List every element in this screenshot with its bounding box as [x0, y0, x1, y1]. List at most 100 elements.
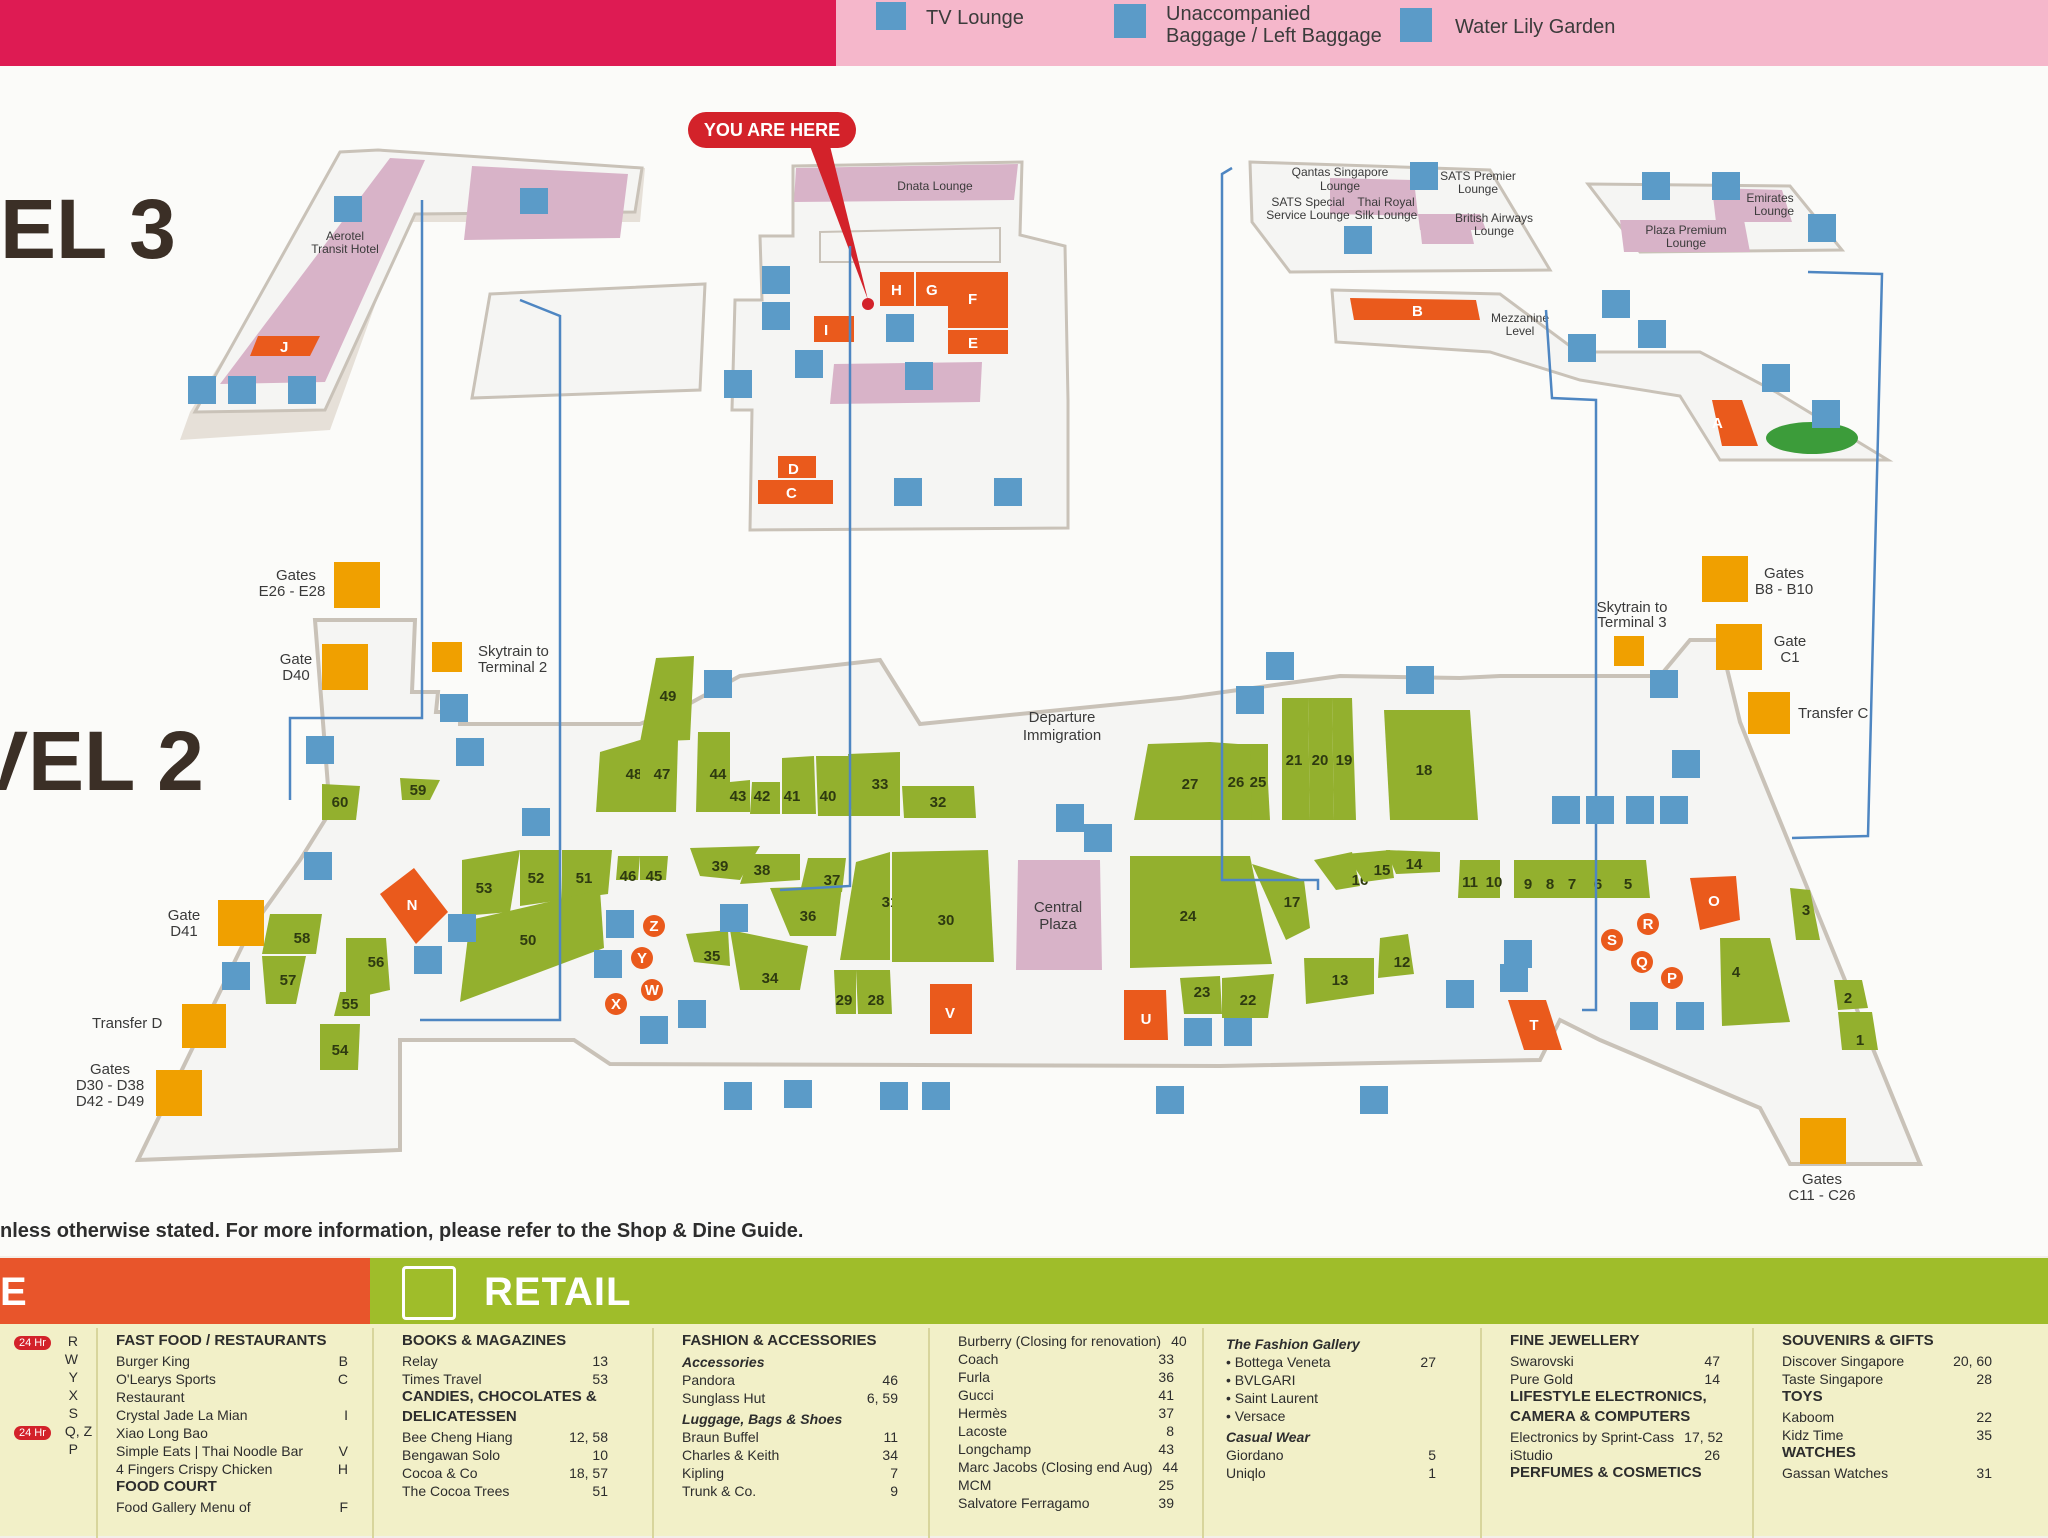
toilet-icon	[1184, 1018, 1212, 1046]
unit-label: 2	[1844, 990, 1852, 1007]
directory-unit: 17, 52	[1684, 1429, 1724, 1445]
directory-heading: LIFESTYLE ELECTRONICS,	[1510, 1388, 1707, 1405]
unit-label: 33	[872, 776, 889, 793]
directory-divider	[652, 1328, 654, 1538]
directory-name: Salvatore Ferragamo	[958, 1495, 1090, 1511]
shop-unit-24	[1130, 856, 1272, 968]
shower-icon	[994, 478, 1022, 506]
directory-name: Marc Jacobs (Closing end Aug)	[958, 1459, 1153, 1475]
directory-name: Food Gallery Menu of	[116, 1499, 251, 1515]
unit-label: 26	[1228, 774, 1245, 791]
unit-label: 44	[710, 766, 727, 783]
directory-row: Marc Jacobs (Closing end Aug)44	[958, 1458, 1178, 1476]
svg-text:D42 - D49: D42 - D49	[76, 1093, 144, 1110]
svg-text:Skytrain to: Skytrain to	[478, 643, 549, 660]
directory-unit: 13	[592, 1353, 608, 1369]
unit-label: 58	[294, 930, 311, 947]
shop-unit-45	[640, 856, 668, 880]
svg-text:Plaza: Plaza	[1039, 916, 1077, 933]
unit-label: 36	[800, 908, 817, 925]
unit-label: 59	[410, 782, 427, 799]
directory-name: Bengawan Solo	[402, 1447, 501, 1463]
directory-name: Restaurant	[116, 1389, 185, 1405]
directory-unit: 12, 58	[569, 1429, 608, 1445]
info-person-icon	[1712, 172, 1740, 200]
restaurant-Z	[643, 915, 665, 937]
disclaimer-text: nless otherwise stated. For more informa…	[0, 1220, 804, 1242]
baggage-icon	[1650, 670, 1678, 698]
unit-label: 6	[1594, 876, 1602, 893]
directory-name: Braun Buffel	[682, 1429, 759, 1445]
restaurant-W	[641, 979, 663, 1001]
restaurant-H	[880, 272, 914, 306]
24hr-badge: 24 Hr	[14, 1426, 51, 1440]
svg-text:Plaza Premium: Plaza Premium	[1645, 223, 1726, 237]
directory-name: Hermès	[958, 1405, 1008, 1421]
unit-label: 17	[1284, 894, 1301, 911]
shop-unit-53	[462, 850, 520, 916]
plane-icon	[1800, 1118, 1846, 1164]
gift-icon	[402, 1266, 456, 1320]
svg-text:B: B	[1412, 303, 1423, 320]
shop-unit-41	[782, 756, 816, 814]
legend-water-lily: Water Lily Garden	[1400, 8, 1615, 42]
unit-label: 32	[930, 794, 947, 811]
shop-unit-4	[1720, 938, 1790, 1026]
toilet-icon	[704, 670, 732, 698]
level2-label: VEL 2	[0, 714, 204, 808]
shop-unit-39	[690, 846, 760, 880]
bed-icon	[334, 196, 362, 222]
directory-unit: P	[68, 1441, 78, 1457]
directory-heading: BOOKS & MAGAZINES	[402, 1332, 567, 1349]
baggage-icon	[1504, 940, 1532, 968]
shop-unit-35	[686, 930, 730, 966]
directory-name: Gassan Watches	[1782, 1465, 1889, 1481]
shop-unit-51	[562, 850, 612, 900]
unit-label: S	[1607, 932, 1617, 949]
unit-label: 23	[1194, 984, 1211, 1001]
shop-unit-36	[770, 886, 842, 936]
directory-unit: Q, Z	[64, 1423, 93, 1439]
info-icon	[1084, 824, 1112, 852]
unit-label: 42	[754, 788, 771, 805]
baggage-icon	[1360, 1086, 1388, 1114]
directory-name: Electronics by Sprint-Cass	[1510, 1429, 1675, 1445]
directory-unit: 47	[1704, 1353, 1720, 1369]
unit-label: W	[645, 982, 660, 999]
restaurant-Y	[631, 947, 653, 969]
unit-label: 40	[820, 788, 837, 805]
directory-unit: 20, 60	[1953, 1353, 1992, 1369]
plane-icon	[334, 562, 380, 608]
directory-unit: 11	[883, 1429, 898, 1445]
directory-unit: 46	[882, 1372, 898, 1388]
unit-label: 10	[1486, 874, 1503, 891]
restaurant-E	[948, 330, 1008, 354]
directory-unit: 41	[1158, 1387, 1174, 1403]
shop-unit-28	[856, 970, 892, 1014]
svg-text:British Airways: British Airways	[1455, 211, 1533, 225]
directory-heading: FOOD COURT	[116, 1478, 217, 1495]
directory-name: Kipling	[682, 1465, 725, 1481]
shop-unit-2	[1834, 980, 1868, 1010]
plane-icon	[156, 1070, 202, 1116]
24hr-badge: 24 Hr	[14, 1336, 51, 1350]
svg-text:A: A	[1712, 415, 1723, 432]
directory-divider	[1480, 1328, 1482, 1538]
internet-at-icon	[1660, 796, 1688, 824]
directory-heading: SOUVENIRS & GIFTS	[1782, 1332, 1934, 1349]
unit-label: 4	[1732, 964, 1741, 981]
food-header-title: E	[0, 1270, 28, 1314]
info-person-icon	[188, 376, 216, 404]
unit-label: 57	[280, 972, 297, 989]
restaurant-R	[1637, 913, 1659, 935]
directory-unit: 31	[1976, 1465, 1992, 1481]
